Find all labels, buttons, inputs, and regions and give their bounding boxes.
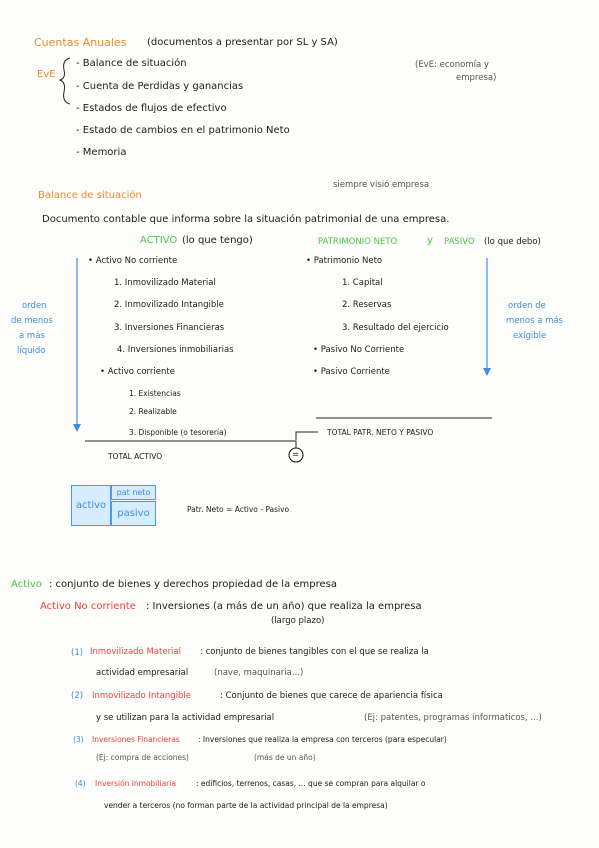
- pasivo-no-corriente: • Pasivo No Corriente: [313, 345, 405, 355]
- def-item-4-label: Inversión inmobiliaria: [95, 779, 176, 788]
- diagram-activo-box: activo: [71, 485, 111, 526]
- page-subtitle: (documentos a presentar por SL y SA): [147, 37, 338, 48]
- page-title: Cuentas Anuales: [34, 36, 127, 49]
- def-item-4-num: (4): [75, 779, 86, 788]
- def-item-3-line2: (Ej: compra de acciones): [96, 753, 189, 762]
- def-activo-label: Activo: [11, 579, 42, 590]
- def-item-2-text: : Conjunto de bienes que carece de apari…: [220, 691, 443, 701]
- eve-note-line-1: (EvE: economía y: [415, 60, 489, 70]
- activo-c-item-3: 3. Disponible (o tesorería): [129, 428, 227, 437]
- total-pasivo: TOTAL PATR. NETO Y PASIVO: [327, 428, 434, 437]
- eve-note-line-2: empresa): [456, 73, 497, 83]
- equals-sign: =: [292, 450, 300, 460]
- def-item-3-num: (3): [73, 735, 84, 744]
- def-anc-note: (largo plazo): [271, 616, 325, 626]
- def-item-3-label: Inversiones Financieras: [92, 735, 180, 744]
- activo-no-corriente: • Activo No corriente: [88, 256, 178, 266]
- def-item-1-label: Inmovilizado Material: [90, 647, 181, 657]
- def-item-1-line2: actividad empresarial: [96, 668, 189, 678]
- pn-item-3: 3. Resultado del ejercicio: [342, 323, 449, 333]
- def-item-1-note: (nave, maquinaria...): [214, 668, 304, 678]
- diagram-activo-label: activo: [75, 500, 107, 511]
- list-item-memoria: - Memoria: [76, 147, 127, 158]
- diagram-pat-neto-box: pat neto: [111, 485, 156, 500]
- equals-connector-right: [295, 431, 318, 440]
- equals-connector-left: [282, 440, 297, 448]
- eve-brace: [58, 57, 71, 105]
- def-item-2-note: (Ej: patentes, programas informaticos, .…: [364, 713, 542, 723]
- pasivo-header-y: y: [427, 235, 433, 246]
- balance-side-note: siempre visió empresa: [333, 180, 430, 190]
- diagram-pasivo-box: pasivo: [111, 501, 156, 526]
- list-item-balance: - Balance de situación: [76, 58, 187, 69]
- def-item-3-note: (más de un año): [254, 753, 316, 762]
- list-item-flujos: - Estados de flujos de efectivo: [76, 103, 227, 114]
- pasivo-header-note: (lo que debo): [484, 237, 541, 247]
- def-item-4-line2: vender a terceros (no forman parte de la…: [104, 801, 388, 810]
- eve-label: EvE: [37, 69, 56, 80]
- pn-item-2: 2. Reservas: [342, 300, 392, 310]
- def-item-1-num: (1): [71, 648, 84, 658]
- def-item-2-num: (2): [71, 691, 84, 701]
- pn-item-1: 1. Capital: [342, 278, 383, 288]
- right-note-2: menos a más: [506, 316, 564, 326]
- activo-corriente: • Activo corriente: [100, 367, 175, 377]
- def-anc-text: : Inversiones (a más de un año) que real…: [146, 601, 422, 612]
- def-activo-text: : conjunto de bienes y derechos propieda…: [49, 579, 338, 590]
- list-item-patrimonio: - Estado de cambios en el patrimonio Net…: [76, 125, 290, 136]
- total-activo: TOTAL ACTIVO: [108, 452, 163, 461]
- left-note-4: líquido: [17, 346, 46, 356]
- diagram-formula: Patr. Neto = Activo - Pasivo: [187, 505, 290, 514]
- activo-header-note: (lo que tengo): [182, 235, 253, 246]
- balance-definition: Documento contable que informa sobre la …: [42, 214, 450, 225]
- right-note-3: exigible: [513, 331, 547, 341]
- right-note-1: orden de: [508, 301, 546, 311]
- diagram-pat-neto-label: pat neto: [116, 488, 151, 497]
- balance-title: Balance de situación: [38, 190, 142, 201]
- equals-circle: [288, 447, 304, 463]
- def-item-4-text: : edificios, terrenos, casas, ... que se…: [196, 779, 426, 788]
- def-item-2-line2: y se utilizan para la actividad empresar…: [96, 713, 275, 723]
- left-note-2: de menos: [11, 316, 53, 326]
- list-item-perdidas: - Cuenta de Perdidas y ganancias: [76, 81, 244, 92]
- activo-c-item-1: 1. Existencias: [129, 389, 181, 398]
- pasivo-header-patrimonio: PATRIMONIO NETO: [318, 237, 398, 247]
- def-item-3-text: : Inversiones que realiza la empresa con…: [198, 735, 447, 744]
- def-item-2-label: Inmovilizado Intangible: [92, 691, 192, 701]
- def-anc-label: Activo No corriente: [40, 601, 136, 612]
- pasivo-corriente: • Pasivo Corriente: [313, 367, 390, 377]
- activo-header: ACTIVO: [140, 235, 178, 246]
- activo-nc-item-3: 3. Inversiones Financieras: [114, 323, 225, 333]
- right-arrow-head: [483, 368, 491, 376]
- left-note-3: a más: [19, 331, 45, 341]
- activo-nc-item-4: 4. Inversiones inmobiliarias: [117, 345, 234, 355]
- activo-c-item-2: 2. Realizable: [129, 407, 177, 416]
- diagram-pasivo-label: pasivo: [117, 508, 150, 519]
- activo-nc-item-1: 1. Inmovilizado Material: [114, 278, 216, 288]
- def-item-1-text: : conjunto de bienes tangibles con el qu…: [200, 647, 429, 657]
- left-arrow-head: [73, 424, 81, 432]
- patrimonio-neto: • Patrimonio Neto: [306, 256, 383, 266]
- left-note-1: orden: [22, 301, 47, 311]
- pasivo-header-pasivo: PASIVO: [444, 237, 475, 247]
- activo-nc-item-2: 2. Inmovilizado Intangible: [114, 300, 224, 310]
